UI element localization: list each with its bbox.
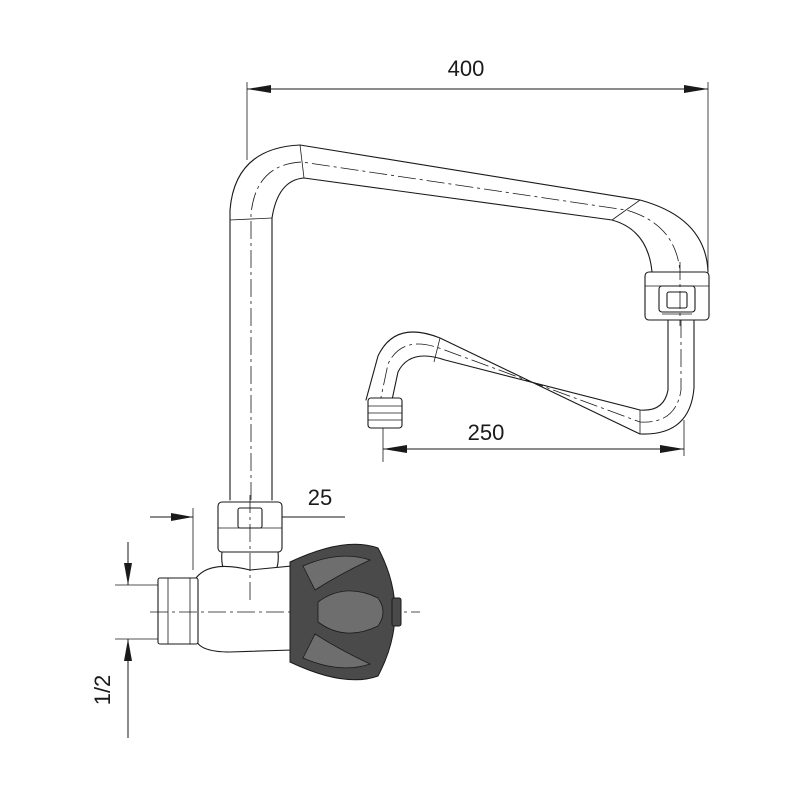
upper-spout (229, 144, 709, 501)
dimension-400: 400 (246, 56, 709, 272)
dimension-label-thread: 1/2 (90, 675, 115, 706)
dimension-25: 25 (150, 485, 345, 570)
dimension-label-400: 400 (448, 56, 485, 81)
dimension-label-250: 250 (468, 420, 505, 445)
lower-spout (365, 319, 695, 435)
valve-body (150, 495, 420, 653)
dimension-label-25: 25 (308, 485, 332, 510)
swivel-joint (644, 262, 710, 326)
handle-knob (289, 543, 402, 681)
dimension-250: 250 (382, 420, 685, 462)
aerator-outlet (367, 397, 403, 429)
dimension-thread: 1/2 (90, 542, 158, 738)
